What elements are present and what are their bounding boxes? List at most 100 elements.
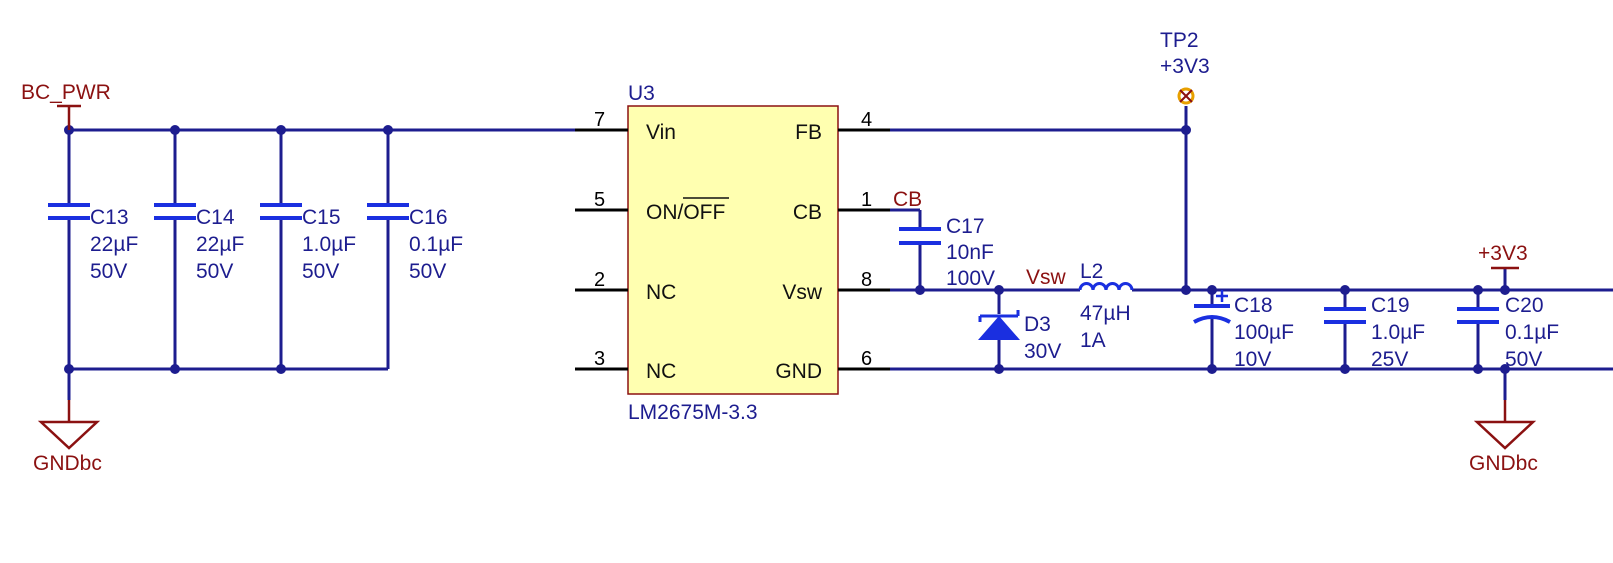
component-rating: 30V <box>1024 340 1061 363</box>
pin-number: 2 <box>594 269 605 291</box>
ic-part-number: LM2675M-3.3 <box>628 401 758 424</box>
component-rating: 50V <box>302 260 339 283</box>
junction-dot <box>1181 125 1191 135</box>
capacitor-c13[interactable]: C13 22µF 50V <box>48 203 138 283</box>
component-value: 1.0µF <box>302 233 356 256</box>
component-ref: L2 <box>1080 260 1103 283</box>
ic-body <box>627 105 839 395</box>
component-rating: 50V <box>409 260 446 283</box>
capacitor-c16[interactable]: C16 0.1µF 50V <box>367 203 463 283</box>
pin-number: 4 <box>861 109 872 131</box>
junctions <box>64 125 1510 374</box>
inductor-coil-icon <box>1078 282 1134 291</box>
junction-dot <box>276 125 286 135</box>
junction-dot <box>1340 285 1350 295</box>
pin-name: FB <box>795 121 822 144</box>
gnd-right-label: GNDbc <box>1469 452 1538 475</box>
pin-name: NC <box>646 281 676 304</box>
junction-dot <box>1207 364 1217 374</box>
junction-dot <box>170 364 180 374</box>
junction-dot <box>1207 285 1217 295</box>
component-ref: C16 <box>409 206 448 229</box>
component-rating: 50V <box>90 260 127 283</box>
pin-number: 5 <box>594 189 605 211</box>
test-point-icon <box>1177 87 1195 105</box>
junction-dot <box>276 364 286 374</box>
component-ref: C13 <box>90 206 129 229</box>
ground-port-left[interactable]: GNDbc <box>33 400 102 475</box>
diode-icon <box>978 316 1020 340</box>
ic-designator: U3 <box>628 82 655 105</box>
pin-name-overbar: OFF <box>683 201 725 224</box>
pin-name: Vsw <box>782 281 823 304</box>
ground-port-right[interactable]: GNDbc <box>1469 400 1538 475</box>
component-ref: C20 <box>1505 294 1544 317</box>
wires <box>67 106 1613 400</box>
pin-name-on-off: ON/OFF <box>646 201 725 224</box>
inductor-l2[interactable]: L2 47µH 1A <box>1078 260 1134 352</box>
bc-pwr-label: BC_PWR <box>21 81 111 104</box>
tp-net: +3V3 <box>1160 55 1210 78</box>
component-rating: 50V <box>196 260 233 283</box>
capacitor-c19[interactable]: C19 1.0µF 25V <box>1324 294 1425 371</box>
capacitor-c14[interactable]: C14 22µF 50V <box>154 203 244 283</box>
capacitor-c18[interactable]: C18 100µF 10V <box>1193 290 1294 371</box>
gnd-left-label: GNDbc <box>33 452 102 475</box>
junction-dot <box>1473 285 1483 295</box>
net-label-vsw: Vsw <box>1026 266 1067 289</box>
pin-number: 3 <box>594 348 605 370</box>
junction-dot <box>1473 364 1483 374</box>
pin-name: GND <box>775 360 822 383</box>
pin-name: CB <box>793 201 822 224</box>
component-value: 10nF <box>946 241 994 264</box>
component-value: 47µH <box>1080 302 1131 325</box>
junction-dot <box>64 364 74 374</box>
test-point-tp2[interactable]: TP2 +3V3 <box>1160 29 1210 105</box>
component-ref: C14 <box>196 206 235 229</box>
power-port-bc-pwr[interactable]: BC_PWR <box>21 81 111 130</box>
capacitor-c17[interactable]: C17 10nF 100V <box>899 215 995 290</box>
component-value: 22µF <box>90 233 138 256</box>
component-value: 0.1µF <box>409 233 463 256</box>
net-label-cb: CB <box>893 188 922 211</box>
component-value: 0.1µF <box>1505 321 1559 344</box>
component-rating: 10V <box>1234 348 1271 371</box>
component-value: 22µF <box>196 233 244 256</box>
pin-name: ON/ <box>646 201 684 224</box>
tp-designator: TP2 <box>1160 29 1199 52</box>
pin-number: 8 <box>861 269 872 291</box>
diode-d3[interactable]: D3 30V <box>978 310 1061 363</box>
pin-name: NC <box>646 360 676 383</box>
component-ref: C17 <box>946 215 985 238</box>
pin-number: 1 <box>861 189 872 211</box>
junction-dot <box>1340 364 1350 374</box>
pin-name: Vin <box>646 121 676 144</box>
test-point-cross-icon <box>1179 89 1193 103</box>
capacitor-c20[interactable]: C20 0.1µF 50V <box>1457 294 1559 371</box>
pin-number: 6 <box>861 348 872 370</box>
ground-icon <box>1473 420 1537 450</box>
capacitor-curved-plate-icon <box>1193 315 1231 324</box>
junction-dot <box>170 125 180 135</box>
component-rating: 100V <box>946 267 995 290</box>
junction-dot <box>1181 285 1191 295</box>
component-ref: C19 <box>1371 294 1410 317</box>
component-rating: 25V <box>1371 348 1408 371</box>
component-value: 1.0µF <box>1371 321 1425 344</box>
component-rating: 1A <box>1080 329 1106 352</box>
junction-dot <box>1500 285 1510 295</box>
junction-dot <box>383 125 393 135</box>
component-value: 100µF <box>1234 321 1294 344</box>
capacitor-c15[interactable]: C15 1.0µF 50V <box>260 203 356 283</box>
junction-dot <box>915 285 925 295</box>
junction-dot <box>994 364 1004 374</box>
component-ref: D3 <box>1024 313 1051 336</box>
junction-dot <box>994 285 1004 295</box>
ic-u3[interactable]: U3 7 5 2 3 Vin ON/OFF NC NC 4 1 8 6 FB C… <box>575 82 890 424</box>
component-ref: C18 <box>1234 294 1273 317</box>
junction-dot <box>1500 364 1510 374</box>
component-ref: C15 <box>302 206 341 229</box>
power-port-3v3[interactable]: +3V3 <box>1478 242 1528 270</box>
v3v3-label: +3V3 <box>1478 242 1528 265</box>
